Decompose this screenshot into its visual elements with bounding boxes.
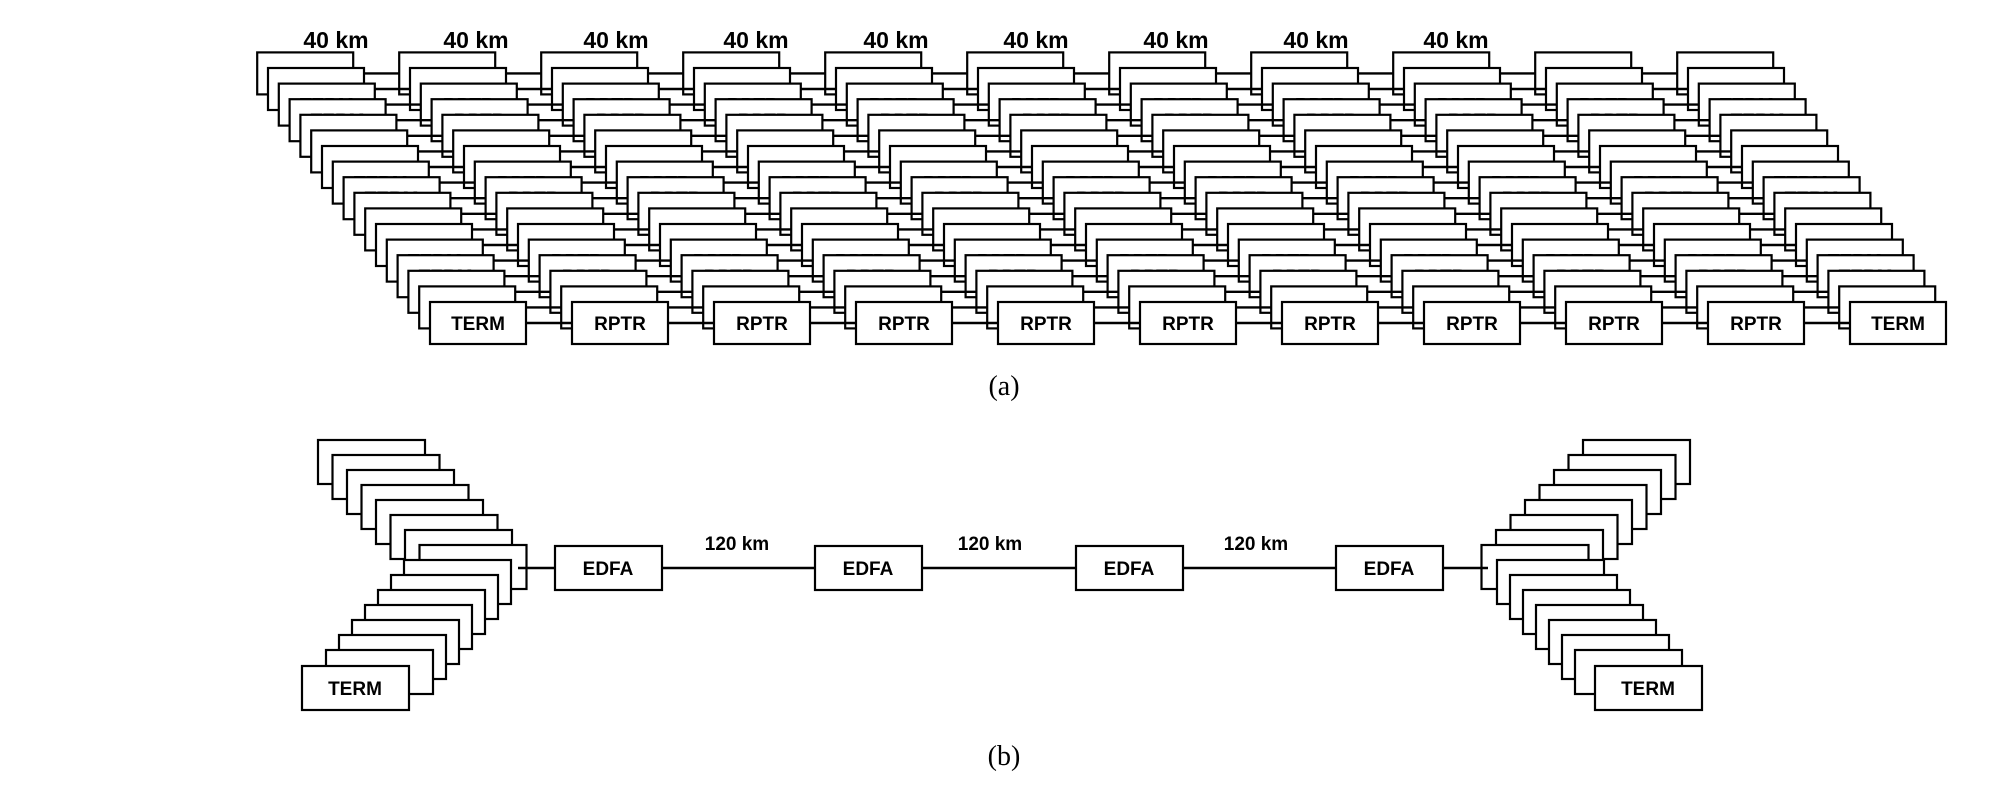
edfa-amplifier-3: EDFA — [1074, 544, 1185, 592]
edfa-amplifier-2: EDFA — [813, 544, 924, 592]
span-label-a-4: 40 km — [863, 27, 928, 53]
left-terminal-front: TERM — [300, 664, 411, 712]
node-label: TERM — [451, 314, 505, 335]
edfa-label-2: EDFA — [843, 559, 894, 580]
span-label-a-0: 40 km — [303, 27, 368, 53]
repeater-box — [854, 300, 954, 346]
part-a-stacked-repeaters: TERM RPTR RPTR RPTR RPTR RPTR RPTR RPTR RPTR RPTR… — [256, 51, 1948, 346]
repeater-chain-layer: TERM RPTR RPTR RPTR RPTR RPTR RPTR RPTR RPTR RPTR… — [428, 300, 1948, 346]
right-terminal-front: TERM — [1593, 664, 1704, 712]
span-label-a-8: 40 km — [1423, 27, 1488, 53]
node-label: RPTR — [1020, 314, 1072, 335]
right-terminal-label: TERM — [1621, 679, 1675, 700]
span-label-b-1: 120 km — [705, 534, 769, 555]
edfa-amplifier-4: EDFA — [1334, 544, 1445, 592]
caption-b: (b) — [988, 741, 1021, 772]
node-label: RPTR — [1446, 314, 1498, 335]
repeater-box — [1280, 300, 1380, 346]
node-label: RPTR — [878, 314, 930, 335]
repeater-box — [1138, 300, 1238, 346]
repeater-box — [996, 300, 1096, 346]
edfa-amplifier-1: EDFA — [553, 544, 664, 592]
node-label: RPTR — [1304, 314, 1356, 335]
repeater-box — [1422, 300, 1522, 346]
span-label-a-3: 40 km — [723, 27, 788, 53]
repeater-box — [570, 300, 670, 346]
left-terminal-stack — [316, 438, 528, 696]
node-label: RPTR — [736, 314, 788, 335]
part-a-span-labels: 40 km 40 km 40 km 40 km 40 km 40 km 40 k… — [303, 27, 1488, 53]
part-b-edfa-link: EDFA EDFA EDFA EDFA 120 km 120 km 120 km… — [300, 438, 1704, 712]
repeater-box — [712, 300, 812, 346]
span-label-a-2: 40 km — [583, 27, 648, 53]
node-label: RPTR — [594, 314, 646, 335]
caption-a: (a) — [988, 371, 1019, 402]
node-label: TERM — [1871, 314, 1925, 335]
span-label-a-1: 40 km — [443, 27, 508, 53]
edfa-label-1: EDFA — [583, 559, 634, 580]
edfa-label-4: EDFA — [1364, 559, 1415, 580]
repeater-box — [1706, 300, 1806, 346]
left-terminal-label: TERM — [328, 679, 382, 700]
span-label-a-7: 40 km — [1283, 27, 1348, 53]
node-label: RPTR — [1730, 314, 1782, 335]
span-label-b-3: 120 km — [1224, 534, 1288, 555]
repeater-box — [1564, 300, 1664, 346]
terminal-box — [1848, 300, 1948, 346]
node-label: RPTR — [1588, 314, 1640, 335]
edfa-label-3: EDFA — [1104, 559, 1155, 580]
terminal-box — [428, 300, 528, 346]
right-terminal-stack — [1480, 438, 1692, 696]
span-label-a-6: 40 km — [1143, 27, 1208, 53]
span-label-b-2: 120 km — [958, 534, 1022, 555]
span-label-a-5: 40 km — [1003, 27, 1068, 53]
node-label: RPTR — [1162, 314, 1214, 335]
